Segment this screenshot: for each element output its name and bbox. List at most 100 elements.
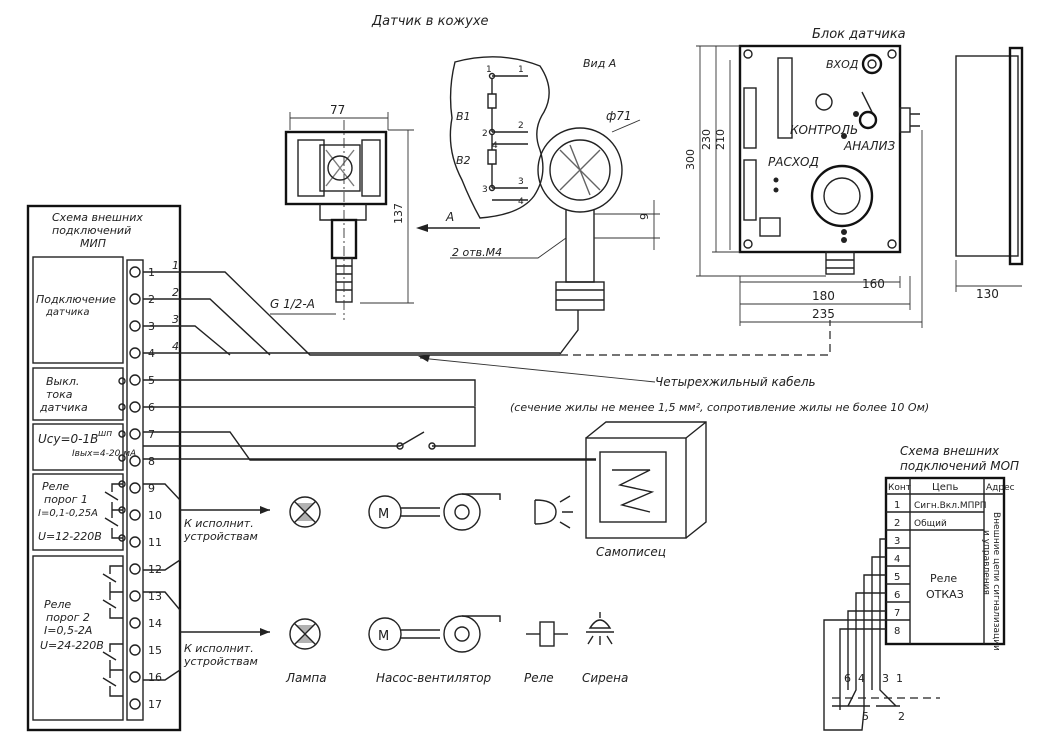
sensor-housing-drawing: 77 137 G 1/2-A А [270, 103, 480, 320]
mop-row-num-2: 2 [894, 518, 900, 529]
mop-row-num-6: 6 [894, 590, 900, 601]
mop-scheme: Схема внешних подключений МОП Конт Цепь … [823, 444, 1019, 731]
terminal-11 [129, 536, 141, 548]
group-sensor-connection [32, 256, 124, 364]
bracket-relay2 [143, 591, 181, 681]
mop-bottom-1: 1 [896, 672, 903, 685]
mop-header-contact: Конт [888, 483, 911, 493]
dim-210: 210 [714, 129, 727, 150]
terminal-number-8: 8 [148, 455, 155, 468]
wire-number-3: 3 [172, 313, 179, 326]
label-current-off-3: датчика [39, 401, 88, 414]
terminal-number-11: 11 [148, 536, 162, 549]
mop-bottom-5: 5 [862, 710, 869, 723]
mop-row-num-5: 5 [894, 572, 900, 583]
mop-row-num-3: 3 [894, 536, 900, 547]
view-a-b1: В1 [456, 110, 471, 123]
group-relay1 [32, 473, 124, 551]
relay1-contacts [104, 483, 123, 539]
bracket-relay1 [143, 483, 181, 571]
recorder: Самописец [585, 421, 707, 559]
block-analysis-label: АНАЛИЗ [843, 139, 895, 153]
dim-235: 235 [812, 307, 835, 321]
siren-icon [586, 612, 614, 645]
terminal-16 [129, 671, 141, 683]
mop-row-circuit-2: Общий [914, 519, 947, 529]
label-relay2-2: порог 2 [46, 611, 90, 624]
to-exec-2b: устройствам [183, 655, 258, 668]
dim-130: 130 [976, 287, 999, 301]
block-input-label: ВХОД [826, 58, 859, 71]
mip-title-3: МИП [80, 237, 106, 250]
label-output-voltage: Uсу=0-1В [38, 432, 98, 446]
terminal-6 [129, 401, 141, 413]
pump-fan-icon: М [368, 615, 501, 653]
motor-fan-icon: М [368, 493, 501, 531]
relay-label: Реле [524, 671, 554, 685]
terminal-7 [129, 428, 141, 440]
wire-3 [143, 325, 231, 356]
terminal-5 [129, 374, 141, 386]
arrow-a-label: А [445, 210, 454, 224]
label-relay1-1: Реле [42, 480, 69, 493]
label-relay2-4: U=24-220В [40, 639, 104, 652]
pin-1a: 1 [486, 65, 492, 75]
label-relay2-3: I=0,5-2А [44, 624, 92, 637]
terminal-4 [129, 347, 141, 359]
terminal-number-14: 14 [148, 617, 162, 630]
horn-light-icon [534, 495, 573, 529]
wire-number-1: 1 [172, 259, 179, 272]
wire-1 [143, 271, 560, 356]
terminal-number-10: 10 [148, 509, 162, 522]
cable-to-block [560, 320, 831, 356]
mop-row-num-7: 7 [894, 608, 900, 619]
terminal-number-16: 16 [148, 671, 162, 684]
mop-relay-1: Реле [930, 572, 957, 585]
mop-row-num-8: 8 [894, 626, 900, 637]
to-exec-1a: К исполнит. [184, 517, 254, 530]
mop-row-num-4: 4 [894, 554, 900, 565]
to-exec-2a: К исполнит. [184, 642, 254, 655]
terminal-17 [129, 698, 141, 710]
pump-label: Насос-вентилятор [376, 671, 492, 685]
mip-outline [26, 204, 182, 732]
group-current-off [32, 367, 124, 421]
dim-180: 180 [812, 289, 835, 303]
mop-row-num-1: 1 [894, 500, 900, 511]
lamp-label: Лампа [285, 671, 327, 685]
motor-label-1: М [378, 507, 389, 522]
label-output-sup: шп [98, 429, 112, 439]
mop-header-address: Адрес [986, 483, 1015, 493]
terminal-12 [129, 563, 141, 575]
terminal-3 [129, 320, 141, 332]
label-relay2-1: Реле [44, 598, 71, 611]
dim-230: 230 [700, 129, 713, 150]
terminal-9 [129, 482, 141, 494]
label-output-current: Iвых=4-20 мА [72, 449, 136, 459]
dim-300: 300 [684, 149, 697, 170]
terminal-15 [129, 644, 141, 656]
mip-title-2: подключений [52, 224, 131, 237]
relay2-contacts [102, 565, 123, 697]
mop-header-circuit: Цепь [932, 482, 958, 493]
pin-3b: 3 [518, 177, 524, 187]
pin-1b: 1 [518, 65, 524, 75]
terminal-2 [129, 293, 141, 305]
mop-table [884, 476, 1006, 646]
terminal-14 [129, 617, 141, 629]
terminal-number-7: 7 [148, 428, 155, 441]
cable-to-sensor [559, 310, 579, 355]
pin-2b: 2 [518, 121, 524, 131]
title-sensor-block: Блок датчика [812, 27, 906, 42]
pin-4a: 4 [492, 141, 498, 151]
block-control-label: КОНТРОЛЬ [790, 123, 858, 137]
mip-scheme: Схема внешних подключений МИП Подключени… [26, 204, 182, 732]
dim-phi71: ф71 [606, 109, 632, 123]
to-exec-1b: устройствам [183, 530, 258, 543]
recorder-label: Самописец [596, 545, 666, 559]
lamp-icon [289, 496, 321, 528]
mop-bottom-2: 2 [898, 710, 905, 723]
